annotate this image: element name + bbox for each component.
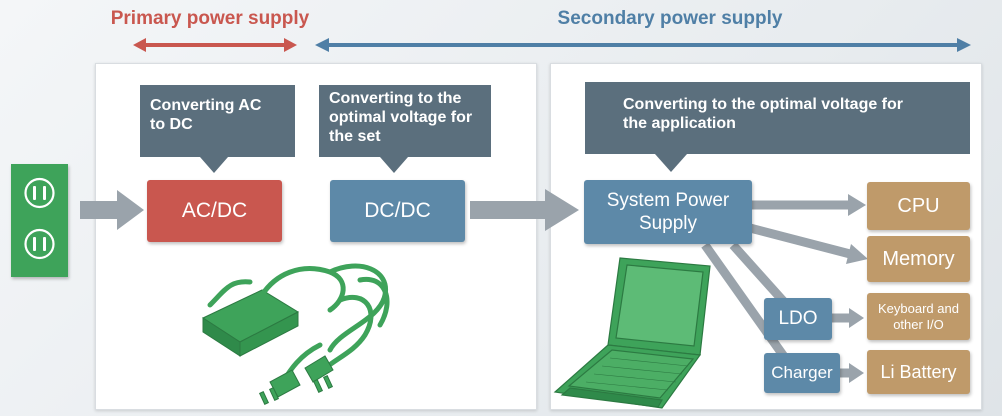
- callout-ac-dc: Converting AC to DC: [140, 85, 295, 157]
- ldo-box: LDO: [764, 298, 832, 340]
- keyboard-box: Keyboard and other I/O: [867, 293, 970, 340]
- system-power-supply-box: System Power Supply: [584, 180, 752, 244]
- callout-application: Converting to the optimal voltage for th…: [585, 82, 970, 154]
- callout-application-text: Converting to the optimal voltage for th…: [623, 96, 904, 132]
- callout-application-pointer: [655, 154, 687, 172]
- charger-box: Charger: [764, 353, 840, 393]
- callout-ac-dc-text: Converting AC to DC: [150, 97, 262, 133]
- power-outlet-icon: [11, 164, 68, 277]
- callout-dc-dc-text: Converting to the optimal voltage for th…: [329, 90, 473, 145]
- callout-dc-dc: Converting to the optimal voltage for th…: [319, 85, 491, 157]
- dc-dc-box: DC/DC: [330, 180, 465, 242]
- primary-range-arrow: [133, 38, 297, 52]
- memory-box: Memory: [867, 236, 970, 282]
- primary-power-supply-header: Primary power supply: [110, 8, 310, 29]
- callout-dc-dc-pointer: [380, 157, 408, 173]
- callout-ac-dc-pointer: [200, 157, 228, 173]
- secondary-power-supply-header: Secondary power supply: [557, 8, 783, 29]
- cpu-box: CPU: [867, 182, 970, 230]
- li-battery-box: Li Battery: [867, 350, 970, 394]
- secondary-range-arrow: [315, 38, 971, 52]
- ac-dc-box: AC/DC: [147, 180, 282, 242]
